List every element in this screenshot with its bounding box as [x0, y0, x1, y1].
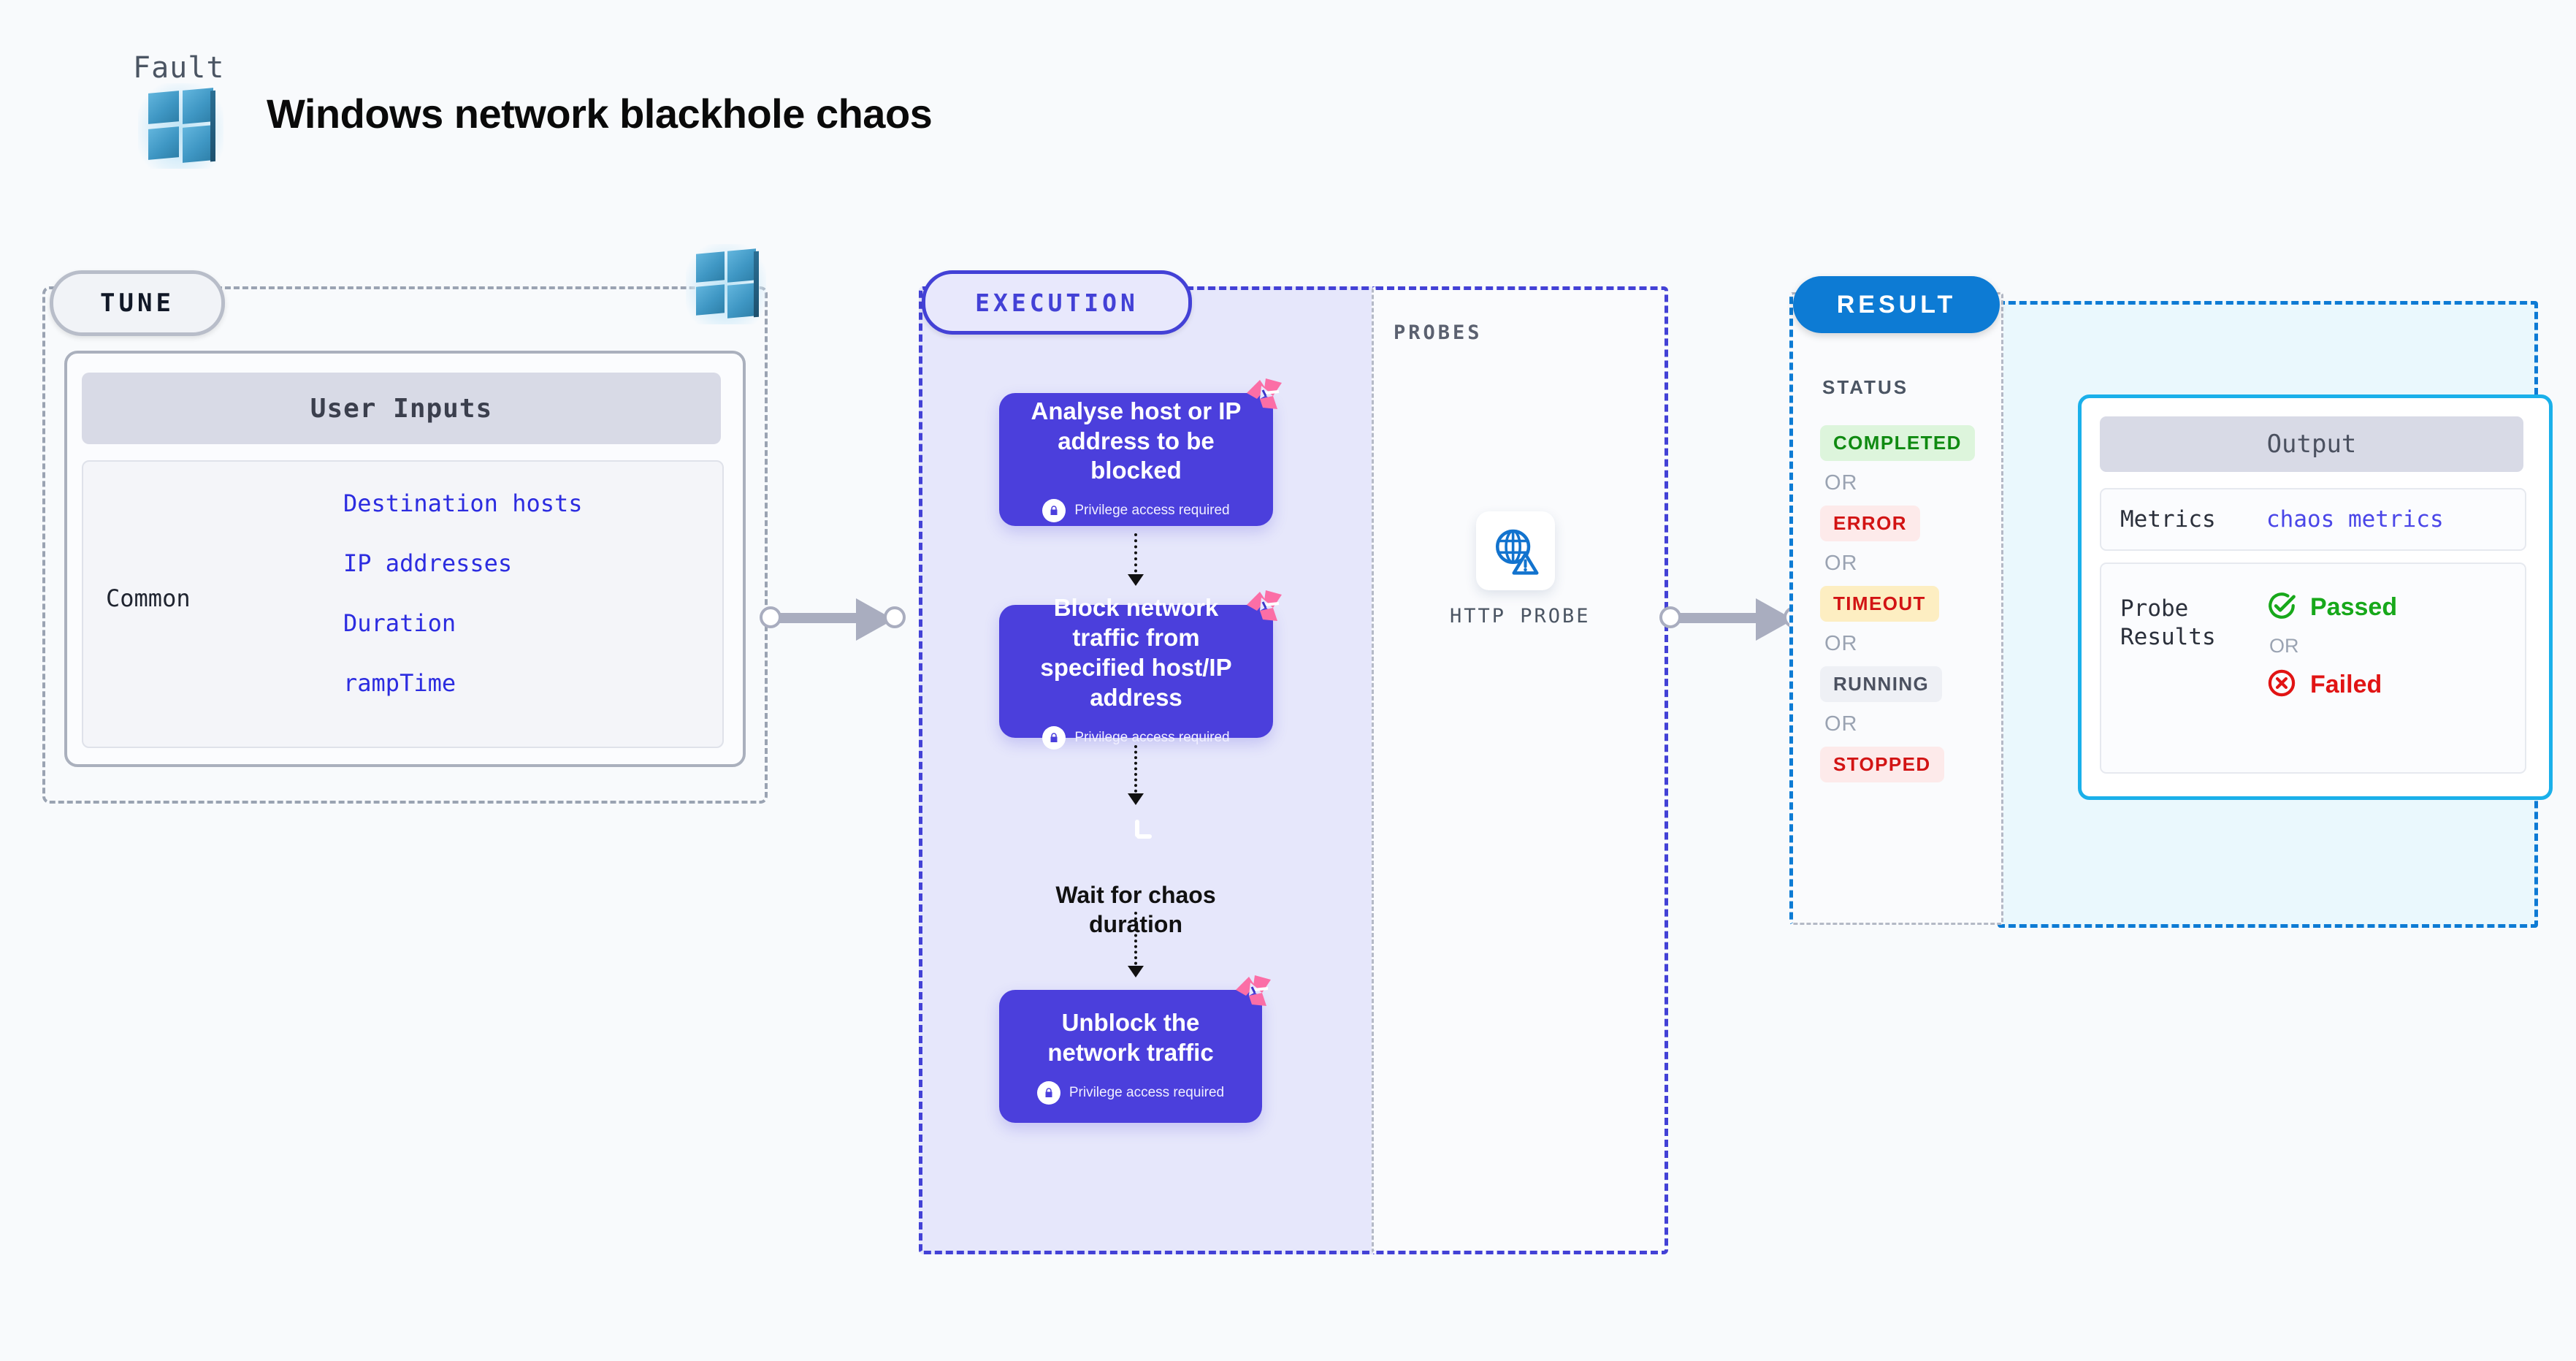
- fault-kicker-label: Fault: [133, 51, 225, 85]
- privilege-text: Privilege access required: [1074, 729, 1230, 745]
- status-badge-list: COMPLETED OR ERROR OR TIMEOUT OR RUNNING…: [1820, 425, 1995, 782]
- tune-section-pill[interactable]: TUNE: [50, 270, 225, 336]
- status-badge: STOPPED: [1820, 747, 1944, 782]
- status-badge: RUNNING: [1820, 666, 1943, 702]
- user-inputs-header: User Inputs: [82, 373, 721, 444]
- probe-failed-label: Failed: [2310, 671, 2382, 698]
- list-item[interactable]: Duration: [343, 609, 456, 637]
- execution-step-card[interactable]: Block network traffic from specified hos…: [999, 590, 1282, 750]
- execution-step-card[interactable]: Analyse host or IP address to be blocked…: [999, 378, 1282, 526]
- execution-step-title: Analyse host or IP address to be blocked: [1031, 397, 1242, 484]
- status-badge: COMPLETED: [1820, 425, 1975, 461]
- status-badge: ERROR: [1820, 506, 1920, 541]
- x-circle-icon: [2266, 668, 2297, 702]
- globe-warning-icon: [1476, 511, 1555, 590]
- chaos-ribbon-icon: [1244, 377, 1286, 419]
- probe-results-key: Probe Results: [2120, 595, 2216, 650]
- privilege-notice: Privilege access required: [1042, 725, 1230, 750]
- connector-endpoint-dot: [1659, 606, 1681, 628]
- list-item[interactable]: IP addresses: [343, 549, 513, 577]
- windows-logo-icon: [137, 83, 224, 169]
- or-separator: OR: [1824, 632, 1858, 655]
- status-column-label: STATUS: [1822, 376, 1909, 398]
- metrics-value[interactable]: chaos metrics: [2266, 506, 2444, 533]
- privilege-text: Privilege access required: [1069, 1084, 1225, 1100]
- metrics-key: Metrics: [2120, 506, 2216, 533]
- execution-step-title: Block network traffic from specified hos…: [1040, 594, 1232, 711]
- page-header: Fault Windows network blackhole chaos: [73, 44, 1096, 169]
- or-separator: OR: [2269, 635, 2299, 657]
- windows-logo-icon: [686, 244, 766, 324]
- probe-item-label: HTTP PROBE: [1450, 605, 1591, 628]
- common-inputs-box: [82, 460, 724, 748]
- privilege-notice: Privilege access required: [1042, 499, 1230, 523]
- privilege-notice: Privilege access required: [1036, 1080, 1225, 1105]
- probe-verdict-failed: Failed: [2266, 668, 2397, 702]
- probe-item-http[interactable]: HTTP PROBE: [1450, 511, 1591, 628]
- execution-step-title: Unblock the network traffic: [1047, 1009, 1214, 1066]
- output-card-header: Output: [2100, 416, 2523, 472]
- probe-results-row: Probe Results Passed OR Failed: [2100, 563, 2526, 774]
- connector-probes-to-result: [1659, 598, 1805, 641]
- list-item[interactable]: Destination hosts: [343, 489, 583, 517]
- check-circle-icon: [2266, 590, 2297, 625]
- or-separator: OR: [1824, 552, 1858, 575]
- flow-arrow: [1128, 745, 1144, 805]
- status-badge: TIMEOUT: [1820, 586, 1939, 622]
- list-item[interactable]: rampTime: [343, 669, 456, 697]
- probe-passed-label: Passed: [2310, 593, 2398, 621]
- execution-step-card[interactable]: Unblock the network traffic Privilege ac…: [999, 975, 1271, 1123]
- wait-node-icon-wrap: [1103, 802, 1170, 869]
- common-group-label: Common: [106, 584, 191, 612]
- execution-section-pill[interactable]: EXECUTION: [922, 270, 1192, 335]
- or-separator: OR: [1824, 712, 1858, 736]
- result-section-pill[interactable]: RESULT: [1793, 276, 2000, 333]
- user-input-list: Destination hosts IP addresses Duration …: [343, 489, 657, 729]
- page-title: Windows network blackhole chaos: [267, 91, 933, 137]
- chaos-ribbon-icon: [1233, 974, 1275, 1016]
- or-separator: OR: [1824, 471, 1858, 495]
- probes-section-panel: [1372, 286, 1668, 1254]
- connector-endpoint-dot: [884, 606, 906, 628]
- probe-verdict-passed: Passed: [2266, 590, 2397, 625]
- lock-icon: [1042, 725, 1066, 750]
- chaos-ribbon-icon: [1244, 589, 1286, 631]
- lock-icon: [1036, 1080, 1060, 1105]
- flow-arrow: [1128, 533, 1144, 586]
- lock-icon: [1042, 499, 1066, 523]
- privilege-text: Privilege access required: [1074, 503, 1230, 519]
- flow-arrow: [1128, 912, 1144, 977]
- connector-endpoint-dot: [760, 606, 781, 628]
- connector-tune-to-execution: [760, 598, 906, 641]
- probes-section-label: PROBES: [1394, 321, 1483, 344]
- metrics-row: Metrics chaos metrics: [2100, 488, 2526, 551]
